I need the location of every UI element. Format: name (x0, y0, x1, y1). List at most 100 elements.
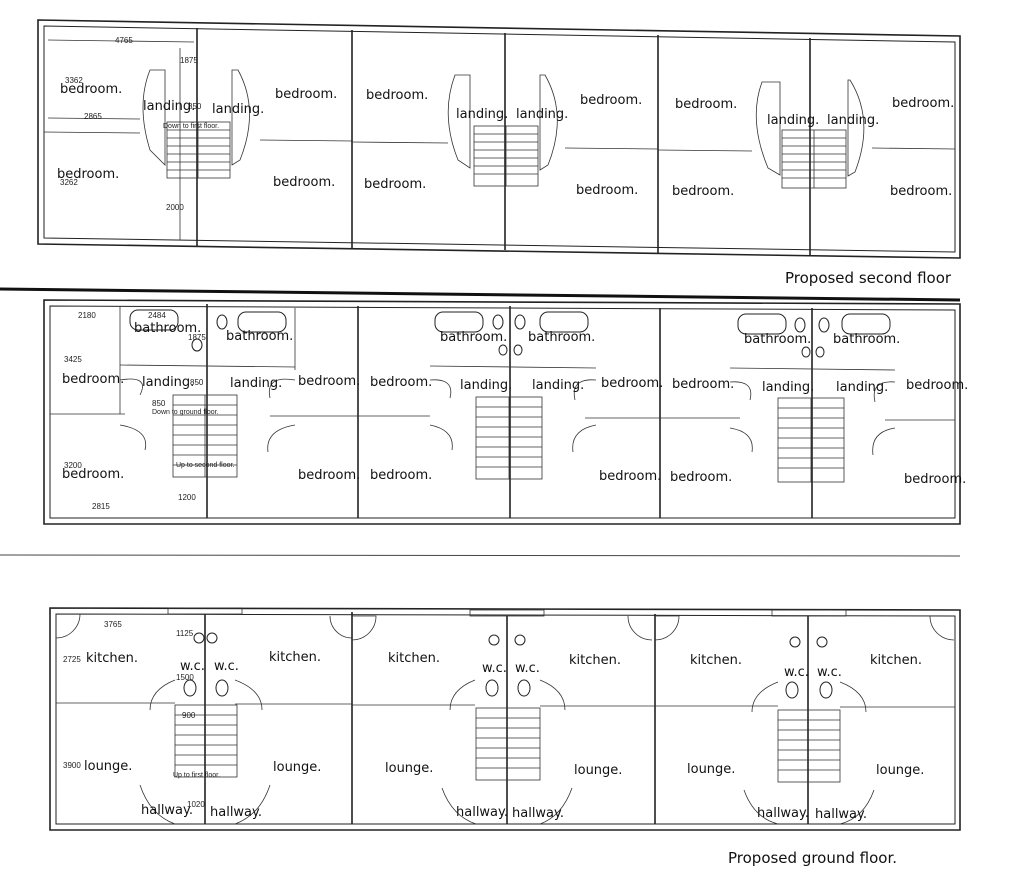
room-label-bedroom: bedroom. (892, 96, 954, 111)
basin (801, 346, 811, 358)
ground-floor-plan: 3765 1125 2725 1500 900 3900 1020 Up to … (49, 607, 961, 867)
first-floor-plan: 2180 2484 1875 3425 850 850 3200 1200 28… (43, 299, 968, 525)
toilet (818, 317, 830, 333)
room-label-bedroom: bedroom. (890, 184, 952, 199)
window (167, 607, 243, 615)
toilet (215, 679, 229, 697)
dimension-label: 900 (182, 711, 196, 720)
ground-floor-outer-wall (49, 607, 961, 831)
second-partition (259, 139, 353, 142)
landing-pod (755, 81, 781, 176)
room-label-landing: landing. (460, 378, 512, 393)
first-partition (119, 364, 296, 368)
room-label-bedroom: bedroom. (672, 184, 734, 199)
dimension-label: 2725 (63, 655, 81, 664)
toilet (183, 679, 197, 697)
window (469, 609, 545, 617)
wc-curve (449, 679, 566, 711)
second-floor-caption: Proposed second floor (785, 269, 952, 287)
room-label-wc: w.c. (515, 661, 540, 676)
basin (816, 636, 828, 648)
second-partition (871, 147, 956, 150)
room-label-hallway: hallway. (456, 805, 508, 820)
room-label-bedroom: bedroom. (60, 82, 122, 97)
dimension-label: 850 (152, 399, 166, 408)
room-label-landing: landing. (230, 376, 282, 391)
room-label-kitchen: kitchen. (690, 653, 742, 668)
door-swing (654, 615, 680, 641)
stair-first-1 (172, 394, 238, 478)
basin (514, 634, 526, 646)
room-label-bedroom: bedroom. (298, 374, 360, 389)
landing-pod (847, 79, 865, 177)
first-floor-outer-wall (43, 299, 961, 525)
room-label-bedroom: bedroom. (366, 88, 428, 103)
dimension-label: 2815 (92, 502, 110, 511)
toilet (514, 314, 526, 330)
basin (815, 346, 825, 358)
first-floor-inner-wall (49, 305, 956, 519)
dimension-label: 3900 (63, 761, 81, 770)
stair-note: Down to ground floor. (152, 409, 219, 416)
room-label-landing: landing. (532, 378, 584, 393)
room-label-bedroom: bedroom. (670, 470, 732, 485)
toilet (785, 681, 799, 699)
room-label-kitchen: kitchen. (86, 651, 138, 666)
landing-curve (119, 378, 147, 451)
room-label-lounge: lounge. (687, 762, 735, 777)
stair-ground-3 (777, 709, 841, 783)
basin (513, 344, 523, 356)
room-label-bedroom: bedroom. (62, 467, 124, 482)
second-partition (657, 149, 753, 152)
bathtub (737, 313, 787, 335)
door-swing (351, 615, 377, 641)
room-label-bathroom: bathroom. (833, 332, 900, 347)
room-label-bedroom: bedroom. (601, 376, 663, 391)
landing-curve (872, 381, 896, 456)
basin (488, 634, 500, 646)
room-label-landing: landing. (767, 113, 819, 128)
room-label-hallway: hallway. (757, 806, 809, 821)
stair-ground-1 (174, 704, 238, 778)
room-label-kitchen: kitchen. (388, 651, 440, 666)
basin (206, 632, 218, 644)
entrance-curve (743, 789, 875, 825)
stair-second-1 (166, 121, 231, 179)
stair-note: Up to first floor. (173, 772, 220, 779)
room-label-hallway: hallway. (512, 806, 564, 821)
room-label-landing: landing. (836, 380, 888, 395)
bathtub (841, 313, 891, 335)
toilet (485, 679, 499, 697)
dimension-label: 2865 (84, 112, 102, 121)
dimension-label: 1500 (176, 673, 194, 682)
room-label-bathroom: bathroom. (226, 329, 293, 344)
room-label-bedroom: bedroom. (904, 472, 966, 487)
room-label-landing: landing. (142, 375, 194, 390)
door-swing (55, 613, 81, 639)
room-label-lounge: lounge. (385, 761, 433, 776)
room-label-bathroom: bathroom. (744, 332, 811, 347)
room-label-bathroom: bathroom. (134, 321, 201, 336)
stair-note: Down to first floor. (163, 123, 219, 130)
second-floor-inner-wall (43, 25, 956, 253)
dimension-label: 3425 (64, 355, 82, 364)
room-label-bedroom: bedroom. (906, 378, 968, 393)
landing-pod (231, 69, 250, 166)
room-label-bathroom: bathroom. (440, 330, 507, 345)
room-label-bedroom: bedroom. (62, 372, 124, 387)
room-label-kitchen: kitchen. (269, 650, 321, 665)
bathtub (434, 311, 484, 333)
room-label-wc: w.c. (214, 659, 239, 674)
stair-second-2 (473, 125, 539, 187)
room-label-bedroom: bedroom. (672, 377, 734, 392)
room-label-hallway: hallway. (210, 805, 262, 820)
basin (191, 338, 203, 352)
toilet (794, 317, 806, 333)
room-label-landing: landing. (212, 102, 264, 117)
stair-first-3 (777, 397, 845, 483)
room-label-wc: w.c. (482, 661, 507, 676)
room-label-bathroom: bathroom. (528, 330, 595, 345)
window (771, 609, 847, 617)
sheet-divider (0, 554, 961, 557)
